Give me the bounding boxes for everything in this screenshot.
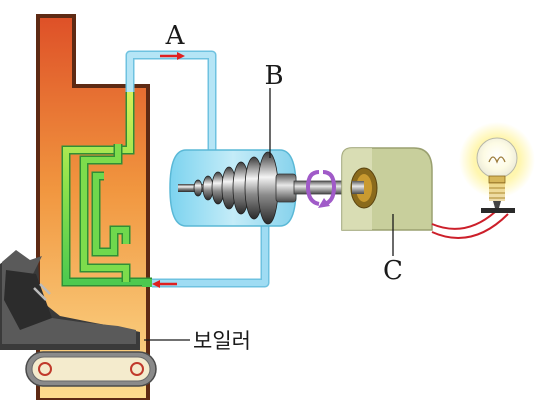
leader-lines [144,88,394,341]
conveyor [25,351,157,387]
light-bulb-icon [459,122,535,213]
rotation-arrow-icon [305,170,337,208]
turbine-hub [275,173,297,203]
water-pipe [61,90,152,287]
red-arrow-icon [160,52,185,60]
bulb-socket [481,208,515,213]
label-a: A [165,21,186,51]
label-boiler: 보일러 [193,329,251,353]
coal-pile [0,250,140,350]
turbine [169,149,297,227]
red-arrow-icon [152,280,177,288]
label-c: C [383,256,403,286]
return-pipe [142,226,270,288]
generator [341,147,433,231]
wires [431,211,509,239]
label-b: B [264,61,283,91]
